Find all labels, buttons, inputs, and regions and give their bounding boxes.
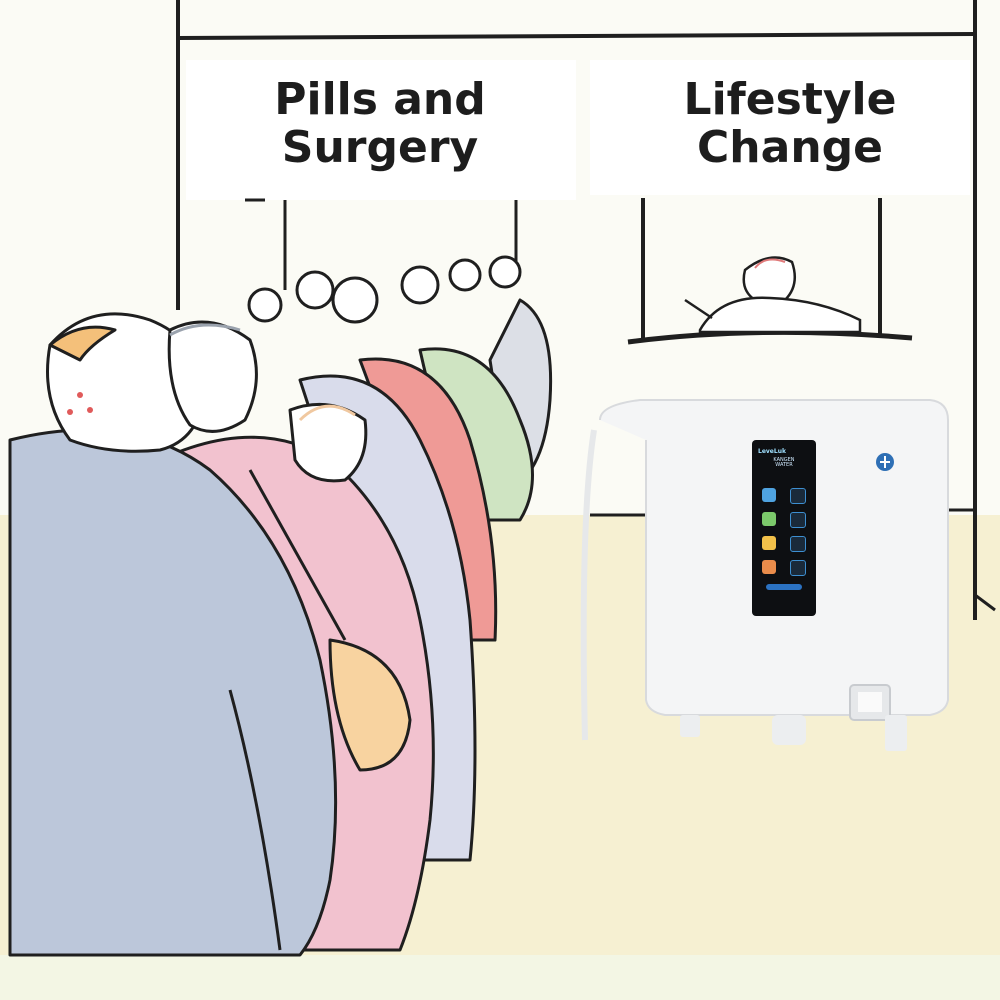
menu-icon: [790, 536, 806, 552]
device-screen-line2: WATER: [775, 462, 793, 469]
settings-icon: [790, 512, 806, 528]
queue-of-people: [8, 255, 553, 957]
device-brand: LeveLuk: [758, 448, 786, 455]
orange-water-icon: [762, 560, 776, 574]
sign-board-left: [186, 60, 576, 200]
sign-right-line2: Change: [697, 122, 883, 174]
sign-lifestyle-change: Lifestyle Change: [640, 74, 940, 174]
start-bar-icon: [766, 584, 802, 590]
device-screen-line1: KANGEN: [773, 457, 795, 463]
sign-board-right: [590, 60, 970, 195]
yellow-water-icon: [762, 536, 776, 550]
sign-left-line1: Pills and: [274, 74, 486, 125]
device-screen-title: KANGEN WATER: [758, 457, 810, 469]
sign-pills-and-surgery: Pills and Surgery: [230, 74, 530, 174]
blue-water-icon: [762, 488, 776, 502]
clerk-figure: [684, 256, 862, 334]
sign-left-line2: Surgery: [281, 122, 479, 174]
info-icon: [790, 560, 806, 576]
sign-right-line1: Lifestyle: [683, 74, 897, 125]
dispense-icon: [790, 488, 806, 504]
green-water-icon: [762, 512, 776, 526]
device-screen: LeveLuk KANGEN WATER: [752, 440, 816, 616]
